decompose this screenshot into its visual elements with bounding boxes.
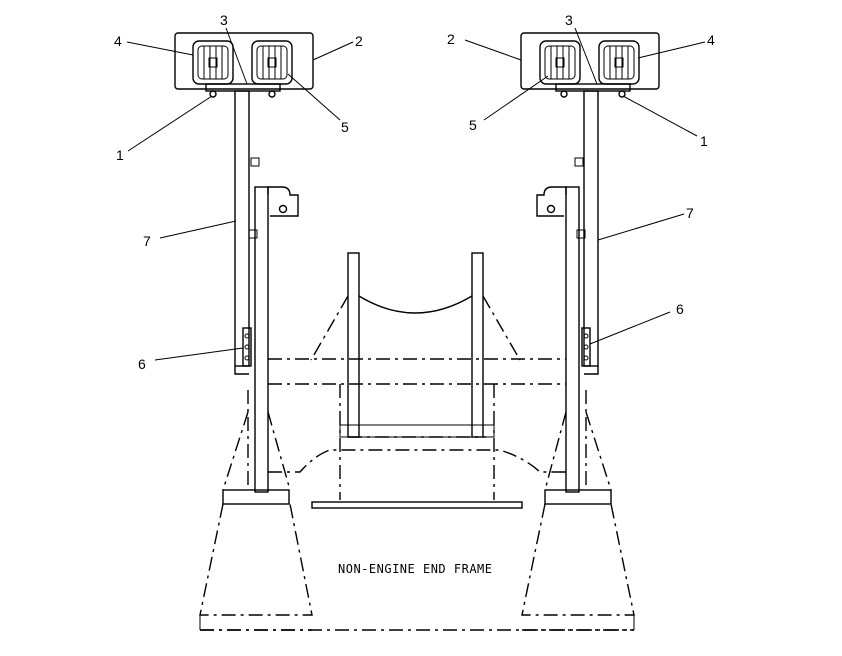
frame-caption: NON-ENGINE END FRAME [338,562,493,576]
right-lamp-outer [598,40,640,85]
callouts-right: 2 3 4 5 1 7 6 [447,12,715,317]
callout-right-5: 5 [469,117,477,133]
right-post-foot [584,366,599,375]
callout-right-4: 4 [707,32,715,48]
callout-left-2: 2 [355,33,363,49]
callout-right-3: 3 [565,12,573,28]
center-cradle [310,252,523,509]
leader-lines [126,27,706,361]
phantom-frame [247,358,587,500]
callout-left-5: 5 [341,119,349,135]
left-upright-tab [267,186,299,217]
left-lamp-post [234,90,250,367]
left-lamp-assembly [174,32,314,375]
right-post-clamp [581,327,591,367]
right-base-foot [521,411,635,631]
right-lamp-post [583,90,599,367]
left-lamp-bracket-plate [174,32,314,90]
callout-right-2: 2 [447,31,455,47]
left-post-clamp [242,327,252,367]
right-mount-bolt [618,90,626,98]
right-lamp-mount-bar [555,83,631,92]
left-lamp-inner [251,40,293,85]
left-base-foot [199,411,313,631]
callout-left-3: 3 [220,12,228,28]
callout-left-1: 1 [116,147,124,163]
cradle-left-plate [347,252,360,438]
left-post-foot [234,366,249,375]
right-lamp-bracket-plate [520,32,660,90]
left-lamp-mount-bar [205,83,281,92]
callout-left-7: 7 [143,233,151,249]
cradle-right-plate [471,252,484,438]
callout-right-1: 1 [700,133,708,149]
right-upright-tab [536,186,567,217]
left-mount-bolt [268,90,276,98]
right-frame-upright [565,186,580,493]
cradle-base-plate [311,501,523,509]
frame-uprights [254,186,580,493]
left-lamp-outer [192,40,234,85]
left-frame-upright [254,186,269,493]
callout-left-4: 4 [114,33,122,49]
callouts-left: 4 3 2 5 1 7 6 [114,12,363,372]
cradle-curve [358,295,473,314]
right-lamp-assembly [520,32,660,375]
left-mount-bolt [209,90,217,98]
callout-left-6: 6 [138,356,146,372]
callout-right-6: 6 [676,301,684,317]
right-mount-bolt [560,90,568,98]
callout-right-7: 7 [686,205,694,221]
